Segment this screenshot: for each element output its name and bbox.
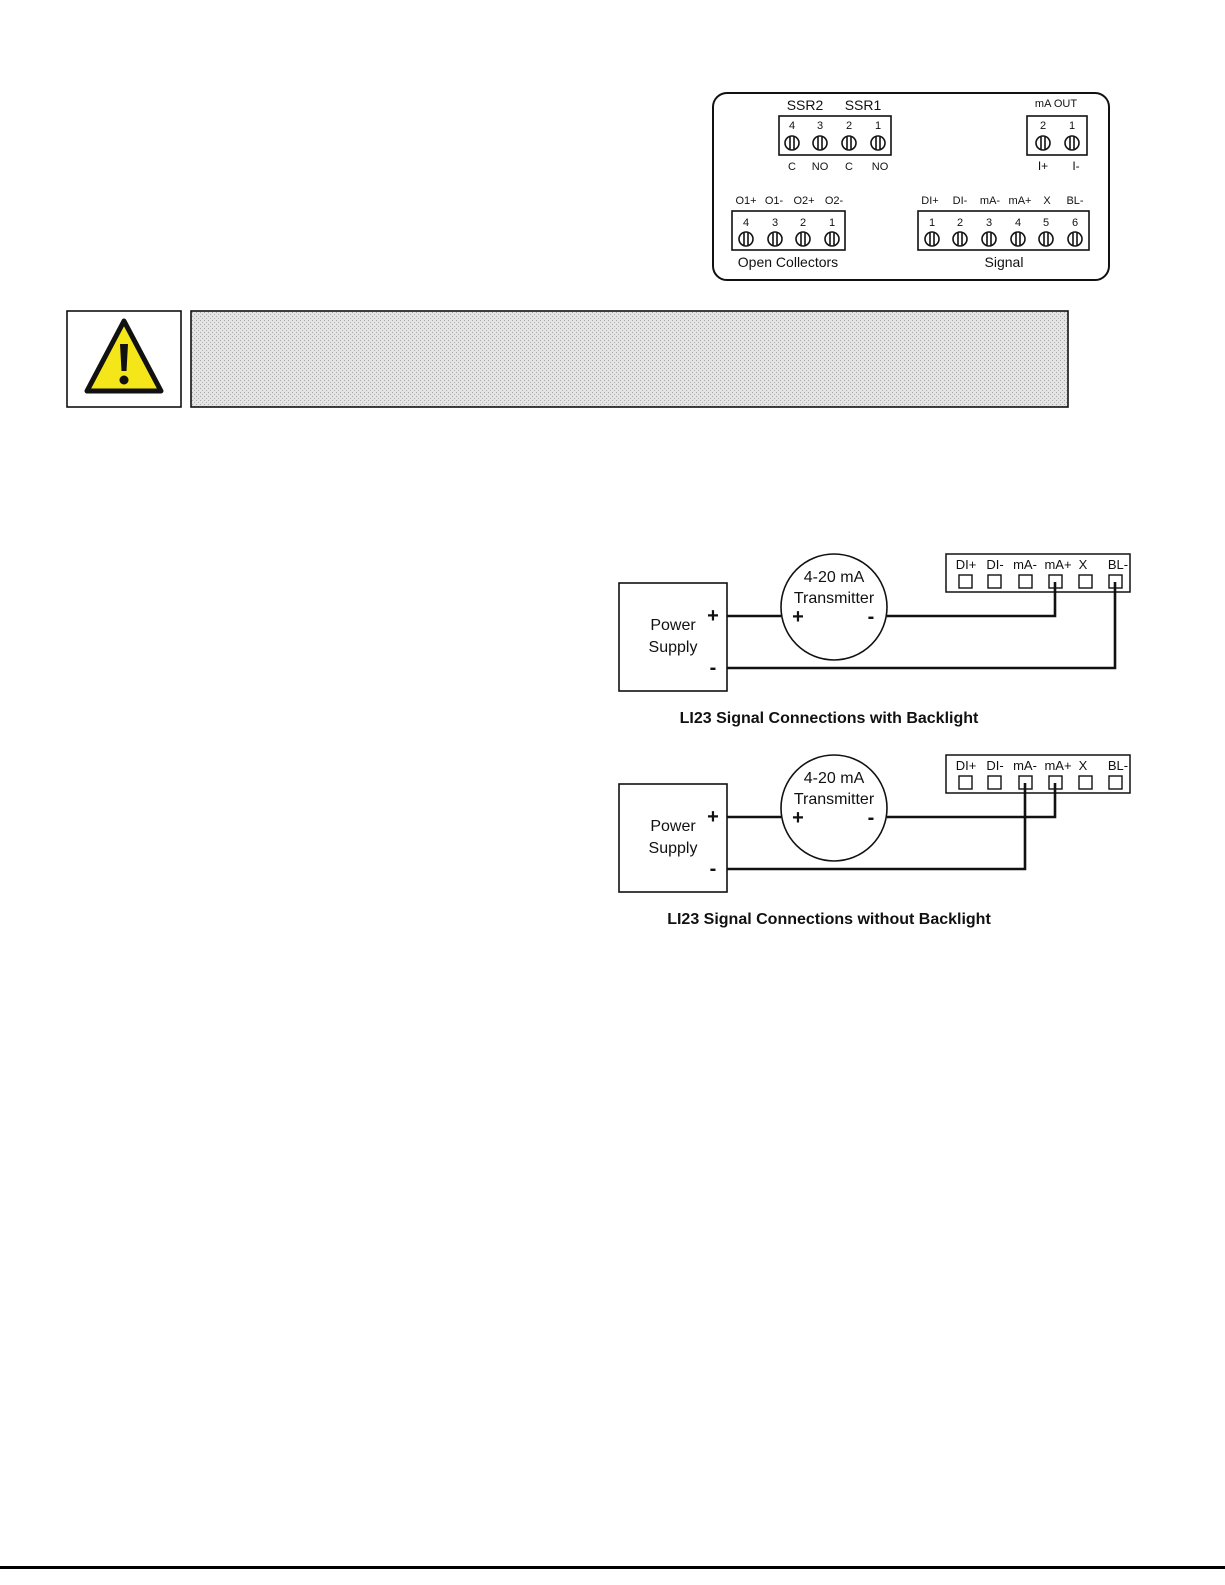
power-supply-label: Supply bbox=[649, 639, 698, 656]
transmitter-circle bbox=[780, 553, 888, 661]
svg-text:X: X bbox=[1043, 195, 1051, 207]
svg-text:1: 1 bbox=[875, 120, 881, 132]
signal-terminal-strip bbox=[917, 210, 1090, 251]
supply-minus: - bbox=[710, 858, 717, 880]
oc-pin-numbers: 4 3 2 1 bbox=[743, 217, 835, 229]
ma-out-pin-number: 1 bbox=[1069, 120, 1075, 132]
svg-text:3: 3 bbox=[986, 217, 992, 229]
power-supply-label: Power bbox=[650, 818, 696, 835]
signal-label: Signal bbox=[985, 254, 1024, 270]
diagram-caption: LI23 Signal Connections with Backlight bbox=[680, 710, 979, 727]
svg-text:O2+: O2+ bbox=[793, 195, 814, 207]
terminal-squares bbox=[958, 775, 1123, 790]
signal-pin-numbers: 1 2 3 4 5 6 bbox=[929, 217, 1078, 229]
transmitter-label: 4-20 mA bbox=[804, 770, 865, 787]
terminal-labels: DI+ DI- mA- mA+ X BL- bbox=[956, 557, 1128, 572]
supply-minus: - bbox=[710, 657, 717, 679]
ssr-terminal-strip bbox=[778, 115, 892, 156]
page-bottom-rule bbox=[0, 1566, 1225, 1569]
svg-text:3: 3 bbox=[817, 120, 823, 132]
svg-text:DI-: DI- bbox=[986, 557, 1003, 572]
ma-out-terminal-strip bbox=[1026, 115, 1088, 156]
svg-text:X: X bbox=[1079, 557, 1088, 572]
transmitter-minus: - bbox=[868, 807, 875, 829]
transmitter-plus: + bbox=[792, 606, 804, 628]
svg-text:2: 2 bbox=[800, 217, 806, 229]
svg-text:BL-: BL- bbox=[1066, 195, 1083, 207]
signal-pin-functions: DI+ DI- mA- mA+ X BL- bbox=[921, 195, 1084, 207]
oc-pin-functions: O1+ O1- O2+ O2- bbox=[735, 195, 843, 207]
open-collectors-label: Open Collectors bbox=[738, 254, 838, 270]
svg-text:BL-: BL- bbox=[1108, 758, 1128, 773]
signal-terminal-strip bbox=[945, 754, 1131, 794]
wires bbox=[727, 582, 1117, 670]
svg-text:mA+: mA+ bbox=[1009, 195, 1032, 207]
svg-text:O1-: O1- bbox=[765, 195, 784, 207]
transmitter-label: Transmitter bbox=[794, 590, 875, 607]
svg-text:C: C bbox=[845, 161, 853, 173]
svg-text:3: 3 bbox=[772, 217, 778, 229]
svg-text:BL-: BL- bbox=[1108, 557, 1128, 572]
ma-out-screw bbox=[1064, 135, 1080, 151]
transmitter-circle bbox=[780, 754, 888, 862]
transmitter-plus: + bbox=[792, 807, 804, 829]
svg-text:X: X bbox=[1079, 758, 1088, 773]
ssr2-label: SSR2 bbox=[787, 97, 824, 113]
terminal-block-diagram: SSR2 SSR1 4 3 2 1 C NO C NO mA OUT 2 1 I… bbox=[712, 92, 1110, 281]
svg-text:O1+: O1+ bbox=[735, 195, 756, 207]
svg-text:mA-: mA- bbox=[1013, 758, 1037, 773]
power-supply-box bbox=[618, 582, 728, 692]
svg-text:6: 6 bbox=[1072, 217, 1078, 229]
supply-plus: + bbox=[707, 605, 719, 627]
ma-out-pin-function: I+ bbox=[1038, 159, 1048, 173]
svg-text:DI+: DI+ bbox=[956, 758, 977, 773]
terminal-labels: DI+ DI- mA- mA+ X BL- bbox=[956, 758, 1128, 773]
transmitter-label: 4-20 mA bbox=[804, 569, 865, 586]
svg-text:4: 4 bbox=[1015, 217, 1021, 229]
svg-text:NO: NO bbox=[812, 161, 829, 173]
svg-text:2: 2 bbox=[846, 120, 852, 132]
warning-text-panel bbox=[190, 310, 1069, 408]
power-supply-label: Power bbox=[650, 617, 696, 634]
ssr1-label: SSR1 bbox=[845, 97, 882, 113]
wiring-diagram-without-backlight: DI+ DI- mA- mA+ X BL- Power Supply + - 4… bbox=[618, 754, 1131, 928]
ssr-pin-functions: C NO C NO bbox=[788, 161, 889, 173]
ma-out-pin-number: 2 bbox=[1040, 120, 1046, 132]
power-supply-box bbox=[618, 783, 728, 893]
warning-triangle-icon bbox=[84, 318, 164, 394]
transmitter-minus: - bbox=[868, 606, 875, 628]
svg-text:O2-: O2- bbox=[825, 195, 844, 207]
svg-text:NO: NO bbox=[872, 161, 889, 173]
signal-terminal-strip bbox=[945, 553, 1131, 593]
svg-text:mA+: mA+ bbox=[1044, 758, 1071, 773]
ssr-pin-numbers: 4 3 2 1 bbox=[789, 120, 881, 132]
svg-text:4: 4 bbox=[789, 120, 795, 132]
svg-text:DI-: DI- bbox=[953, 195, 968, 207]
transmitter-label: Transmitter bbox=[794, 791, 875, 808]
wiring-diagram-with-backlight: DI+ DI- mA- mA+ X BL- Power Supply + - 4… bbox=[618, 553, 1131, 727]
svg-text:1: 1 bbox=[929, 217, 935, 229]
warning-box bbox=[66, 310, 1069, 408]
svg-text:C: C bbox=[788, 161, 796, 173]
svg-text:mA-: mA- bbox=[1013, 557, 1037, 572]
ma-out-label: mA OUT bbox=[1035, 98, 1077, 110]
diagram-caption: LI23 Signal Connections without Backligh… bbox=[667, 911, 991, 928]
svg-text:4: 4 bbox=[743, 217, 749, 229]
supply-plus: + bbox=[707, 806, 719, 828]
svg-text:2: 2 bbox=[957, 217, 963, 229]
wires bbox=[727, 783, 1057, 871]
ma-out-screw bbox=[1035, 135, 1051, 151]
svg-text:DI+: DI+ bbox=[956, 557, 977, 572]
svg-text:mA-: mA- bbox=[980, 195, 1001, 207]
svg-text:1: 1 bbox=[829, 217, 835, 229]
svg-text:DI+: DI+ bbox=[921, 195, 938, 207]
ma-out-pin-function: I- bbox=[1072, 159, 1079, 173]
svg-text:DI-: DI- bbox=[986, 758, 1003, 773]
power-supply-label: Supply bbox=[649, 840, 698, 857]
svg-text:mA+: mA+ bbox=[1044, 557, 1071, 572]
svg-text:5: 5 bbox=[1043, 217, 1049, 229]
